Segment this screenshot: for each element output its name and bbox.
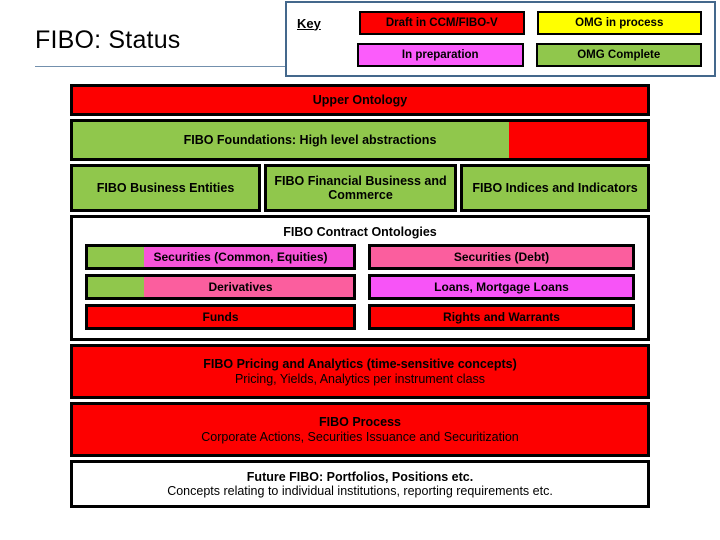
cell-derivatives-label: Derivatives bbox=[208, 280, 273, 294]
band-fibo-process-text: FIBO Process Corporate Actions, Securiti… bbox=[201, 415, 519, 444]
page-title: FIBO: Status bbox=[35, 25, 181, 54]
key-chip-omg-in-process: OMG in process bbox=[536, 11, 702, 35]
band-upper-ontology-title: Upper Ontology bbox=[312, 92, 408, 107]
cell-rights-and-warrants-label: Rights and Warrants bbox=[443, 310, 560, 324]
cell-derivatives: Derivatives bbox=[85, 274, 356, 300]
group-fibo-contract-ontologies: FIBO Contract Ontologies Securities (Com… bbox=[70, 215, 650, 341]
fill-segment-pink bbox=[143, 247, 353, 267]
fill-segment-red bbox=[509, 122, 647, 158]
fibo-layer-diagram: Upper Ontology FIBO Foundations: High le… bbox=[70, 84, 650, 511]
band-fibo-process-subtitle: Corporate Actions, Securities Issuance a… bbox=[201, 429, 519, 444]
band-fibo-business-entities: FIBO Business Entities bbox=[70, 164, 261, 212]
key-chip-omg-complete: OMG Complete bbox=[535, 43, 702, 67]
band-fibo-financial-business-commerce: FIBO Financial Business and Commerce bbox=[264, 164, 457, 212]
band-fibo-foundations: FIBO Foundations: High level abstraction… bbox=[70, 119, 650, 161]
fill-segment-pink bbox=[143, 277, 353, 297]
cell-derivatives-fill bbox=[88, 277, 353, 297]
cell-loans-mortgage-loans-label: Loans, Mortgage Loans bbox=[434, 280, 569, 294]
band-fibo-process-title: FIBO Process bbox=[319, 415, 401, 430]
band-fibo-indices-indicators-text: FIBO Indices and Indicators bbox=[472, 181, 637, 195]
cell-securities-common-equities: Securities (Common, Equities) bbox=[85, 244, 356, 270]
contract-row: Derivatives Loans, Mortgage Loans bbox=[85, 274, 635, 300]
contract-row: Funds Rights and Warrants bbox=[85, 304, 635, 330]
key-legend: Key Draft in CCM/FIBO-V OMG in process I… bbox=[285, 1, 716, 77]
key-legend-row-2: In preparation OMG Complete bbox=[295, 39, 708, 71]
contract-row: Securities (Common, Equities) Securities… bbox=[85, 244, 635, 270]
key-legend-row-1: Key Draft in CCM/FIBO-V OMG in process bbox=[295, 7, 708, 39]
band-fibo-indices-indicators-title: FIBO Indices and Indicators bbox=[472, 180, 638, 195]
fill-segment-green bbox=[88, 247, 144, 267]
band-future-fibo: Future FIBO: Portfolios, Positions etc. … bbox=[70, 460, 650, 508]
cell-securities-common-equities-fill bbox=[88, 247, 353, 267]
title-divider bbox=[35, 66, 285, 67]
key-chip-draft: Draft in CCM/FIBO-V bbox=[359, 11, 525, 35]
cell-rights-and-warrants: Rights and Warrants bbox=[368, 304, 635, 330]
band-fibo-business-entities-title: FIBO Business Entities bbox=[96, 180, 235, 195]
band-fibo-foundations-text: FIBO Foundations: High level abstraction… bbox=[184, 133, 437, 147]
row-business-domains: FIBO Business Entities FIBO Financial Bu… bbox=[70, 164, 650, 212]
band-fibo-financial-business-commerce-text: FIBO Financial Business and Commerce bbox=[267, 174, 454, 203]
group-fibo-contract-ontologies-title: FIBO Contract Ontologies bbox=[283, 225, 437, 239]
band-fibo-financial-business-commerce-title: FIBO Financial Business and Commerce bbox=[274, 173, 447, 202]
band-fibo-foundations-title: FIBO Foundations: High level abstraction… bbox=[183, 132, 437, 147]
band-upper-ontology-text: Upper Ontology bbox=[313, 93, 407, 107]
band-future-fibo-subtitle: Concepts relating to individual institut… bbox=[167, 484, 553, 498]
band-fibo-foundations-fill bbox=[73, 122, 647, 158]
cell-funds: Funds bbox=[85, 304, 356, 330]
band-fibo-pricing-analytics-title: FIBO Pricing and Analytics (time-sensiti… bbox=[203, 357, 517, 372]
band-fibo-pricing-analytics: FIBO Pricing and Analytics (time-sensiti… bbox=[70, 344, 650, 399]
cell-securities-debt-label: Securities (Debt) bbox=[453, 250, 550, 264]
key-chip-in-preparation: In preparation bbox=[357, 43, 524, 67]
cell-loans-mortgage-loans: Loans, Mortgage Loans bbox=[368, 274, 635, 300]
band-fibo-process: FIBO Process Corporate Actions, Securiti… bbox=[70, 402, 650, 457]
band-future-fibo-text: Future FIBO: Portfolios, Positions etc. … bbox=[167, 470, 553, 499]
band-fibo-pricing-analytics-text: FIBO Pricing and Analytics (time-sensiti… bbox=[203, 357, 517, 386]
band-future-fibo-title: Future FIBO: Portfolios, Positions etc. bbox=[246, 469, 474, 484]
band-fibo-business-entities-text: FIBO Business Entities bbox=[97, 181, 235, 195]
cell-securities-debt: Securities (Debt) bbox=[368, 244, 635, 270]
key-legend-label: Key bbox=[297, 15, 321, 31]
cell-funds-label: Funds bbox=[202, 310, 239, 324]
band-upper-ontology: Upper Ontology bbox=[70, 84, 650, 116]
fill-segment-green bbox=[88, 277, 144, 297]
cell-securities-common-equities-label: Securities (Common, Equities) bbox=[153, 250, 328, 264]
fill-segment-green bbox=[73, 122, 510, 158]
band-fibo-pricing-analytics-subtitle: Pricing, Yields, Analytics per instrumen… bbox=[234, 371, 486, 386]
band-fibo-indices-indicators: FIBO Indices and Indicators bbox=[460, 164, 650, 212]
